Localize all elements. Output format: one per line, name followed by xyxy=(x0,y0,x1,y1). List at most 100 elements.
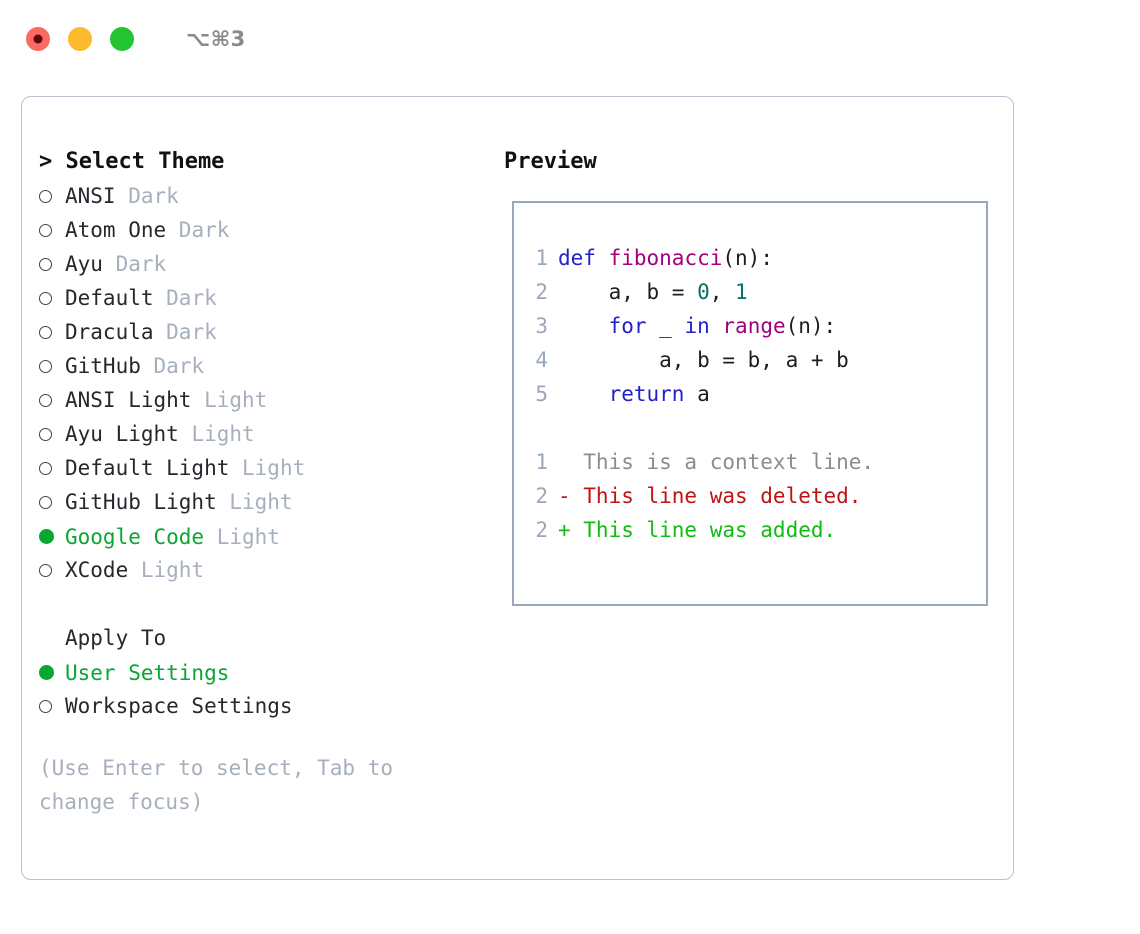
window-controls xyxy=(26,27,134,51)
option-label: Ayu Light xyxy=(65,422,179,446)
code-token-kw: return xyxy=(608,382,685,406)
option-label: Default xyxy=(65,286,154,310)
code-token-kw: def xyxy=(558,246,596,270)
radio-marker[interactable] xyxy=(39,350,65,384)
option-tag: Light xyxy=(191,388,268,412)
code-token-plain: , xyxy=(709,280,736,304)
list-item[interactable]: User Settings xyxy=(39,655,490,689)
option-tag: Dark xyxy=(166,218,230,242)
radio-marker[interactable] xyxy=(39,316,65,350)
list-item[interactable]: Ayu Light Light xyxy=(39,417,490,451)
option-tag: Light xyxy=(128,558,205,582)
radio-marker[interactable] xyxy=(39,452,65,486)
close-button[interactable] xyxy=(26,27,50,51)
code-token-kw: in xyxy=(684,314,710,338)
list-item[interactable]: Default Dark xyxy=(39,281,490,315)
radio-empty-icon xyxy=(39,462,52,475)
radio-marker[interactable] xyxy=(39,519,65,553)
line-number: 2 xyxy=(535,280,548,304)
option-tag: Dark xyxy=(140,354,205,378)
keyboard-hint: (Use Enter to select, Tab to change focu… xyxy=(39,756,394,814)
radio-marker[interactable] xyxy=(39,486,65,520)
diff-line-text-add: + This line was added. xyxy=(558,518,837,542)
code-token-kw: for xyxy=(608,314,647,338)
list-item[interactable]: GitHub Light Light xyxy=(39,485,490,519)
code-token-plain xyxy=(558,382,609,406)
line-number: 3 xyxy=(535,314,548,338)
list-item[interactable]: Atom One Dark xyxy=(39,213,490,247)
radio-empty-icon xyxy=(39,700,52,713)
minimize-button[interactable] xyxy=(68,27,92,51)
code-token-num: 1 xyxy=(735,280,748,304)
radio-empty-icon xyxy=(39,564,52,577)
radio-selected-icon xyxy=(39,664,54,680)
list-item[interactable]: XCode Light xyxy=(39,553,490,587)
option-label: Atom One xyxy=(65,218,167,242)
diff-line: 2 + This line was added. xyxy=(514,513,986,547)
code-token-plain xyxy=(558,314,609,338)
option-tag: Dark xyxy=(102,252,167,276)
code-token-plain xyxy=(596,246,609,270)
code-token-plain: a, b = b, a + b xyxy=(558,348,849,372)
diff-line-text-del: - This line was deleted. xyxy=(558,484,862,508)
option-tag: Light xyxy=(229,456,306,480)
option-tag: Dark xyxy=(115,184,179,208)
code-line: 2 a, b = 0, 1 xyxy=(514,275,986,309)
diff-sample: 1 This is a context line.2- This line wa… xyxy=(514,445,986,547)
radio-marker[interactable] xyxy=(39,180,65,214)
radio-marker[interactable] xyxy=(39,655,65,689)
radio-marker[interactable] xyxy=(39,690,65,724)
list-item[interactable]: Google Code Light xyxy=(39,519,490,553)
radio-empty-icon xyxy=(39,224,52,237)
option-tag: Dark xyxy=(153,320,217,344)
radio-empty-icon xyxy=(39,394,52,407)
list-item[interactable]: Default Light Light xyxy=(39,451,490,485)
option-label: Default Light xyxy=(65,456,230,480)
code-token-plain: (n): xyxy=(722,246,773,270)
code-token-plain: a, b = xyxy=(558,280,698,304)
apply-to-heading: Apply To xyxy=(65,626,167,650)
radio-empty-icon xyxy=(39,360,52,373)
radio-empty-icon xyxy=(39,190,52,203)
line-number: 1 xyxy=(535,450,548,474)
radio-marker[interactable] xyxy=(39,282,65,316)
option-tag: Light xyxy=(178,422,255,446)
radio-marker[interactable] xyxy=(39,418,65,452)
radio-marker[interactable] xyxy=(39,384,65,418)
option-label: ANSI xyxy=(65,184,116,208)
option-label: ANSI Light xyxy=(65,388,192,412)
list-item[interactable]: Ayu Dark xyxy=(39,247,490,281)
option-tag: Light xyxy=(216,490,293,514)
list-item[interactable]: ANSI Light Light xyxy=(39,383,490,417)
diff-line: 2- This line was deleted. xyxy=(514,479,986,513)
list-spacer xyxy=(39,587,490,621)
radio-marker[interactable] xyxy=(39,248,65,282)
line-number: 5 xyxy=(535,382,548,406)
option-label: Ayu xyxy=(65,252,103,276)
code-token-plain xyxy=(710,314,723,338)
list-item[interactable]: GitHub Dark xyxy=(39,349,490,383)
list-item[interactable]: Dracula Dark xyxy=(39,315,490,349)
code-diff-separator xyxy=(514,411,986,445)
option-label: Workspace Settings xyxy=(65,694,293,718)
option-label: Dracula xyxy=(65,320,154,344)
code-token-fn: fibonacci xyxy=(608,246,723,270)
line-number: 2 xyxy=(535,518,548,542)
radio-marker[interactable] xyxy=(39,214,65,248)
code-token-plain: _ xyxy=(646,314,685,338)
radio-selected-icon xyxy=(39,528,54,544)
option-label: Google Code xyxy=(65,524,205,549)
radio-marker[interactable] xyxy=(39,554,65,588)
list-item[interactable]: Workspace Settings xyxy=(39,689,490,723)
radio-empty-icon xyxy=(39,428,52,441)
list-item[interactable]: ANSI Dark xyxy=(39,179,490,213)
keyboard-shortcut-label: ⌥⌘3 xyxy=(186,27,246,51)
title-bar: ⌥⌘3 xyxy=(0,0,1140,78)
maximize-button[interactable] xyxy=(110,27,134,51)
